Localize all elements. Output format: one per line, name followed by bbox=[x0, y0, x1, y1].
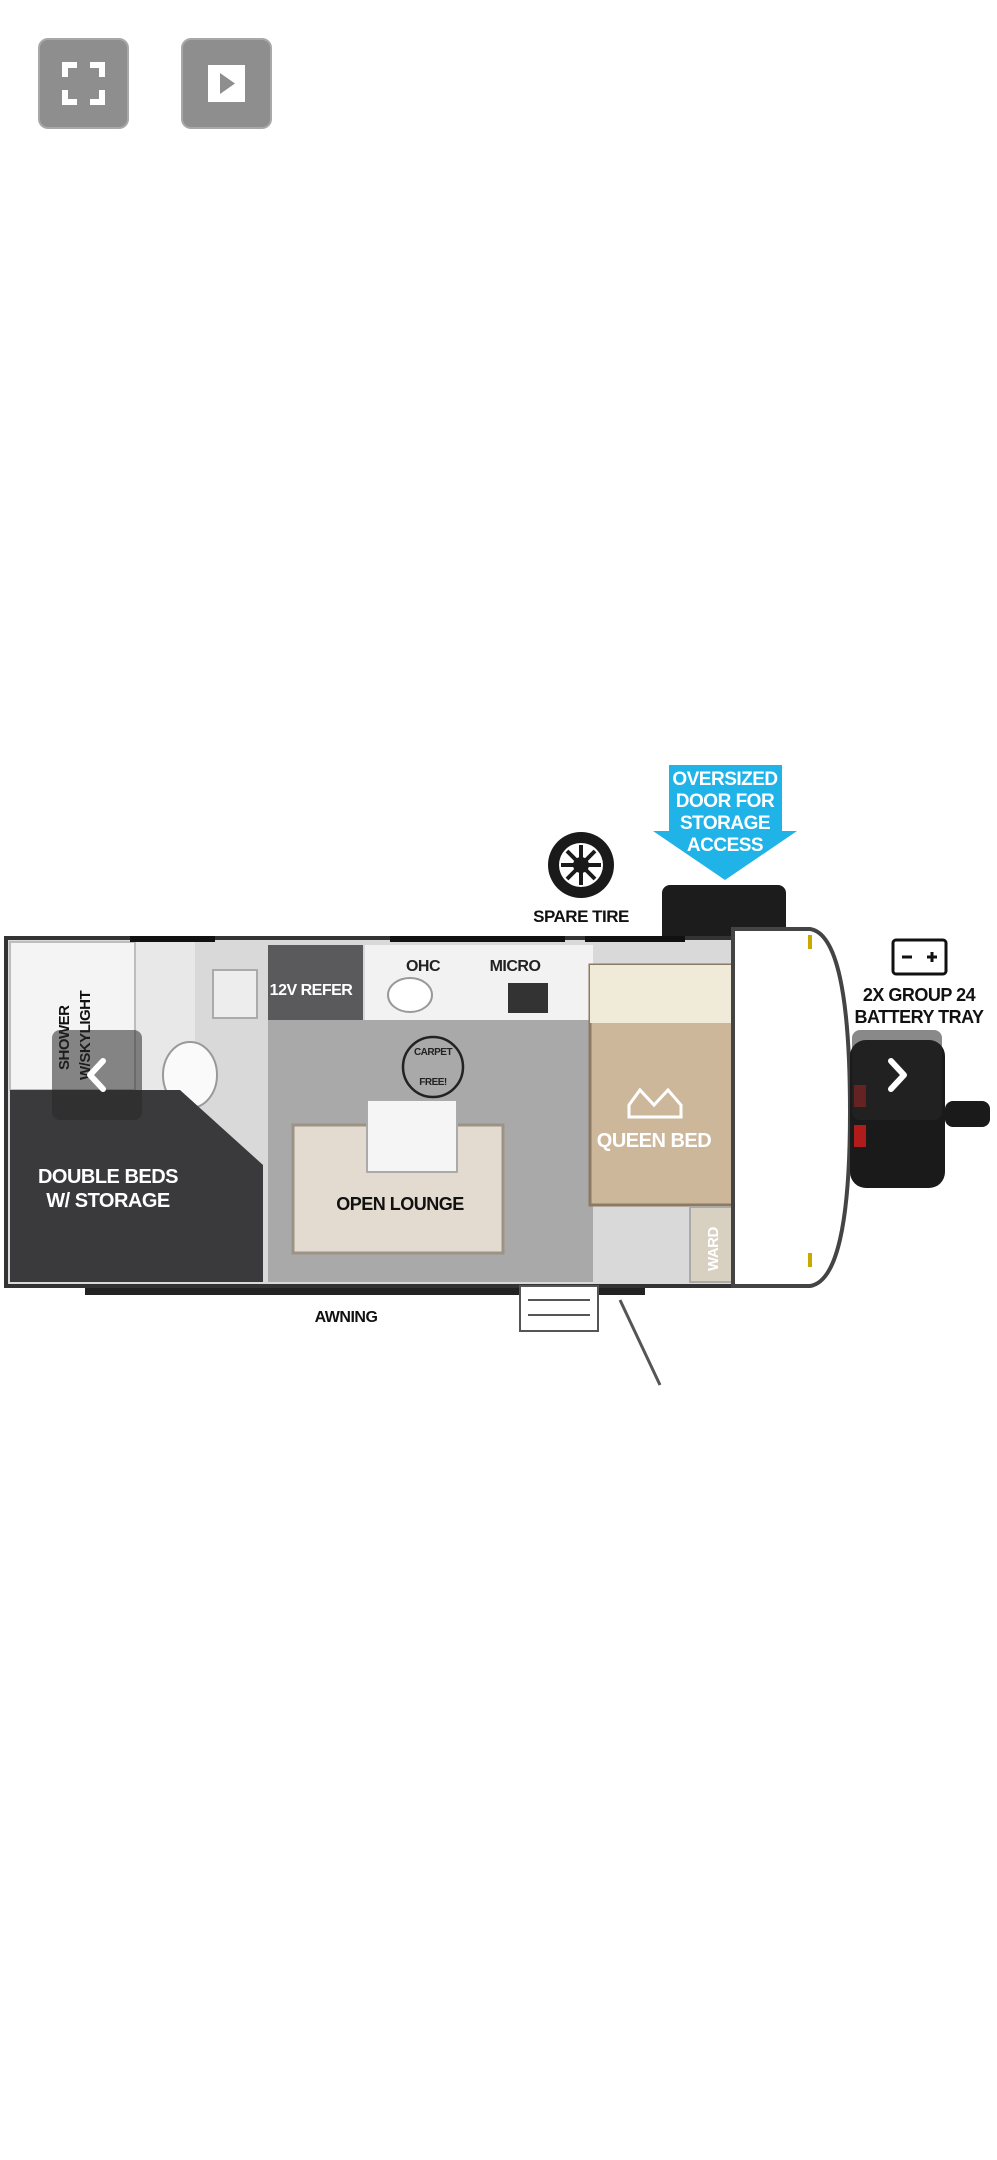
floorplan-image: OVERSIZED DOOR FOR STORAGE ACCESS SPARE … bbox=[4, 765, 990, 1386]
callout-line-2: DOOR FOR bbox=[676, 791, 775, 812]
queen-bed-label: QUEEN BED bbox=[597, 1130, 711, 1152]
awning bbox=[85, 1288, 645, 1295]
battery-label-1: 2X GROUP 24 bbox=[863, 985, 976, 1005]
play-icon bbox=[208, 65, 245, 102]
refer-label: 12V REFER bbox=[270, 982, 354, 999]
chevron-left-icon bbox=[87, 1058, 106, 1092]
open-lounge-label: OPEN LOUNGE bbox=[336, 1194, 464, 1214]
callout-line-3: STORAGE bbox=[680, 813, 770, 834]
previous-image-button[interactable] bbox=[52, 1030, 142, 1120]
double-beds-label-1: DOUBLE BEDS bbox=[38, 1166, 178, 1188]
ward-label: WARD bbox=[705, 1227, 722, 1271]
spare-tire-icon bbox=[548, 832, 614, 898]
double-beds-label-2: W/ STORAGE bbox=[46, 1190, 170, 1212]
next-image-button[interactable] bbox=[852, 1030, 942, 1120]
storage-door-callout: OVERSIZED DOOR FOR STORAGE ACCESS bbox=[653, 765, 797, 880]
fullscreen-icon bbox=[62, 62, 105, 105]
entry-door-swing bbox=[618, 1299, 662, 1386]
crown-icon bbox=[627, 1087, 683, 1119]
fullscreen-button[interactable] bbox=[38, 38, 129, 129]
callout-line-1: OVERSIZED bbox=[672, 769, 777, 790]
awning-label: AWNING bbox=[315, 1309, 378, 1326]
micro-label: MICRO bbox=[490, 958, 541, 975]
play-button[interactable] bbox=[181, 38, 272, 129]
carpet-free-badge: CARPET FREE! bbox=[401, 1035, 465, 1099]
svg-text:CARPET: CARPET bbox=[414, 1047, 453, 1058]
front-cap bbox=[731, 927, 853, 1288]
callout-line-4: ACCESS bbox=[687, 835, 763, 856]
microwave-range bbox=[508, 983, 548, 1013]
dinette-table bbox=[366, 1099, 458, 1173]
spare-tire-label: SPARE TIRE bbox=[533, 907, 629, 926]
sink bbox=[212, 969, 258, 1019]
chevron-right-icon bbox=[888, 1058, 907, 1092]
double-beds bbox=[10, 1090, 263, 1282]
svg-text:FREE!: FREE! bbox=[419, 1077, 447, 1088]
battery-icon bbox=[891, 938, 948, 976]
refrigerator bbox=[268, 945, 363, 1020]
kitchen-sink bbox=[387, 977, 433, 1013]
ohc-label: OHC bbox=[406, 958, 441, 975]
battery-label-2: BATTERY TRAY bbox=[854, 1007, 984, 1027]
entry-steps bbox=[519, 1285, 599, 1332]
